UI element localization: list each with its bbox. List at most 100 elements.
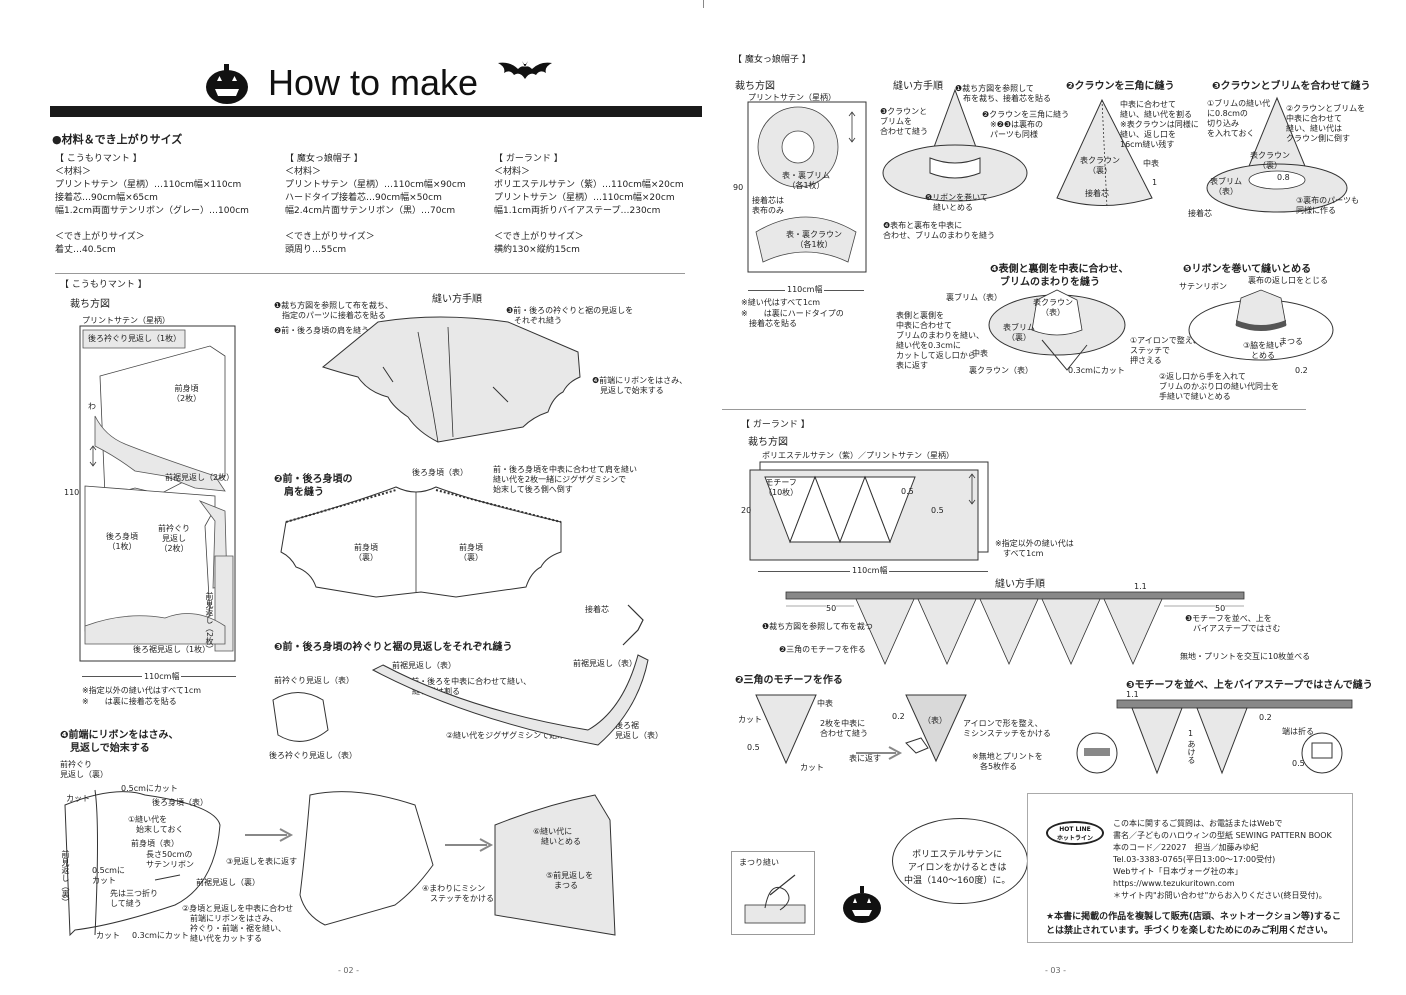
s2-cut-b: カット (800, 763, 824, 772)
s2-sew: 2枚を中表に 合わせて縫う (820, 719, 868, 738)
garland-dim-a: 0.5 (901, 487, 914, 496)
s2-front: （表） (923, 716, 947, 725)
garland-sewing-label: 縫い方手順 (995, 579, 1045, 590)
s4-label-back-body: 後ろ身頃（表） (152, 798, 208, 807)
hat-step-5-hand: ②返し口から手を入れて ブリムのかぶり口の縫い代同士を 手縫いで縫いとめる (1159, 372, 1279, 401)
mantle-back-body-front: 後ろ身頃（表） (412, 468, 468, 477)
mantle-interfacing-label: 接着芯 (585, 605, 609, 614)
hat-step-1: ❶裁ち方図を参照して 布を裁ち、接着芯を貼る (955, 84, 1051, 103)
s4-label-blind-stitch: ⑤前見返しを まつる (546, 871, 594, 890)
mantle-fabric-label: プリントサテン（星柄） (82, 316, 170, 325)
hat-step-4-brim: 表ブリム （裏） (1003, 323, 1035, 342)
mantle-height-label: 110 (64, 488, 80, 497)
mantle-back-hem-facing: 後ろ裾 見返し（表） (615, 721, 663, 740)
mantle-step-2-short: ❷前・後ろ身頃の肩を縫う (274, 326, 370, 335)
mantle-front-body-left: 前身頃 （裏） (354, 543, 378, 562)
hotline-line-3: 本のコード／22027 担当／加藤みゆ紀 (1113, 843, 1259, 852)
page-title: How to make (268, 62, 479, 103)
s4-label-turn-out: ③見返しを表に返す (226, 857, 298, 866)
s4-label-stitch: ④まわりにミシン ステッチをかける (422, 884, 494, 903)
mantle-material-1: プリントサテン（星柄）…110cm幅×110cm (55, 180, 242, 190)
mantle-section-title: 【 こうもりマント 】 (60, 280, 147, 290)
piece-front-facing: 前見返し（2枚） (205, 592, 214, 654)
s2-dim-b: 0.2 (892, 712, 905, 721)
hat-lining-diagram (988, 289, 1126, 371)
garland-cutting-label: 裁ち方図 (748, 437, 788, 448)
brim-label: 表ブリム （表） (1210, 177, 1242, 196)
bat-icon (498, 61, 552, 79)
mantle-material-2: 接着芯…90cm幅×65cm (55, 193, 158, 203)
title-rule (50, 106, 702, 117)
garland-width-label: 110cm幅 (850, 566, 890, 576)
hat-step-4-note: 表側と裏側を 中表に合わせて ブリムのまわりを縫い、 縫い代を0.3cmに カッ… (896, 311, 984, 370)
s4-label-tack: ⑥縫い代に 縫いとめる (533, 827, 581, 846)
garland-material-1: ポリエステルサテン（紫）…110cm幅×20cm (494, 180, 684, 190)
hat-note-1: ※縫い代はすべて1cm (741, 298, 821, 307)
garland-motif-diagram (755, 694, 967, 765)
hat-step-4-crown-back: 裏クラウン（表） (969, 366, 1033, 375)
cape-overview-diagram (321, 316, 581, 443)
garland-step-2: ❷三角のモチーフを作る (779, 645, 866, 654)
s4-label-neck-facing: 前衿ぐり 見返し（裏） (60, 760, 108, 779)
hotline-line-5: Webサイト「日本ヴォーグ社の本」 (1113, 867, 1243, 876)
hat-name: 【 魔女っ娘帽子 】 (285, 154, 363, 164)
hat-cutting-label: 裁ち方図 (735, 81, 775, 92)
hat-step-5-close: 裏布の返し口をとじる (1248, 276, 1328, 285)
s4-label-tri-fold: 先は三つ折り して縫う (110, 889, 158, 908)
garland-height-label: 20 (741, 506, 752, 515)
garland-dim-d: 50 (826, 604, 837, 614)
section-divider (55, 273, 685, 274)
hat-brim-label: 表・裏ブリム （各1枚） (782, 171, 830, 190)
s3-dim-a: 1.1 (1126, 690, 1139, 699)
hat-cutting-diagram (747, 101, 867, 273)
brim-interfacing: 接着芯 (1188, 209, 1212, 218)
hat-step-5-title: ❺リボンを巻いて縫いとめる (1183, 264, 1312, 275)
mantle-material-3: 幅1.2cm両面サテンリボン（グレー）…100cm (55, 206, 249, 216)
hat-step-4-crown: 表クラウン （表） (1033, 298, 1073, 317)
garland-dim-c: 1.1 (1134, 582, 1147, 591)
garland-step-2-title: ❷三角のモチーフを作る (735, 675, 843, 686)
page-number-right: - 03 - (1045, 966, 1067, 975)
hat-size-label: ＜でき上がりサイズ＞ (285, 232, 375, 242)
copyright-notice: ★本書に掲載の作品を複製して販売(店頭、ネットオークション等)することは禁止され… (1046, 912, 1342, 936)
s4-label-cut-bottom: カット (96, 931, 120, 940)
hat-height-label: 90 (733, 183, 744, 192)
hat-sewing-label: 縫い方手順 (893, 81, 943, 92)
page-number-left: - 02 - (338, 966, 360, 975)
s4-label-cut-03: 0.3cmにカット (132, 931, 189, 940)
garland-cutting-diagram (749, 461, 989, 561)
cape-ribbon-diagram (64, 789, 616, 937)
piece-back-hem-facing: 後ろ裾見返し（1枚） (133, 645, 211, 654)
garland-overview-diagram (785, 591, 1245, 665)
hotline-line-6[interactable]: https://www.tezukuritown.com (1113, 879, 1235, 888)
mantle-front-hem-facing-right: 前裾見返し（表） (573, 659, 637, 668)
garland-motif-label: モチーフ （10枚） (764, 478, 799, 497)
hotline-line-7: ＊サイト内"お問い合わせ"からお入りください(終日受付)。 (1113, 891, 1327, 900)
mantle-front-hem-facing: 前裾見返し（表） (392, 661, 456, 670)
spread-divider (703, 0, 704, 8)
hotline-line-4: Tel.03-3383-0765(平日13:00〜17:00受付) (1113, 855, 1276, 864)
garland-alternate-note: 無地・プリントを交互に10枚並べる (1180, 652, 1311, 661)
hat-step-5-side: ③脇を縫い とめる (1243, 341, 1283, 360)
mantle-materials-label: ＜材料＞ (55, 167, 92, 177)
hat-step-2-note: 中表に合わせて 縫い、縫い代を割る ※表クラウンは同様に 縫い、返し口を 16c… (1120, 100, 1199, 149)
garland-size-label: ＜でき上がりサイズ＞ (494, 232, 584, 242)
needle-icon (744, 874, 806, 924)
garland-step-3-title: ❸モチーフを並べ、上をバイアステープではさんで縫う (1126, 680, 1373, 691)
crown-label: 表クラウン （裏） (1080, 156, 1120, 175)
cape-facing-diagram (272, 604, 649, 746)
crown-interfacing: 接着芯 (1085, 189, 1109, 198)
garland-section-title: 【 ガーランド 】 (741, 420, 810, 430)
mantle-back-neck-facing: 後ろ衿ぐり見返し（表） (269, 751, 357, 760)
s2-turn: 表に返す (849, 754, 881, 763)
s3-dim-c: 0.2 (1259, 713, 1272, 722)
cape-shoulder-diagram (280, 486, 562, 598)
right-section-divider (722, 409, 1306, 410)
piece-front-neck-facing: 前衿ぐり 見返し （2枚） (158, 524, 190, 553)
garland-fabric-label: ポリエステルサテン（紫）／プリントサテン（星柄） (762, 451, 954, 460)
s4-label-cut: カット (66, 794, 90, 803)
piece-front-hem-facing: 前裾見返し（2枚） (165, 473, 235, 482)
garland-materials-label: ＜材料＞ (494, 167, 531, 177)
pumpkin-icon-small (843, 886, 881, 923)
tip-bubble-text: ポリエステルサテンに アイロンをかけるときは 中温（140〜160度）に。 (904, 850, 1011, 886)
